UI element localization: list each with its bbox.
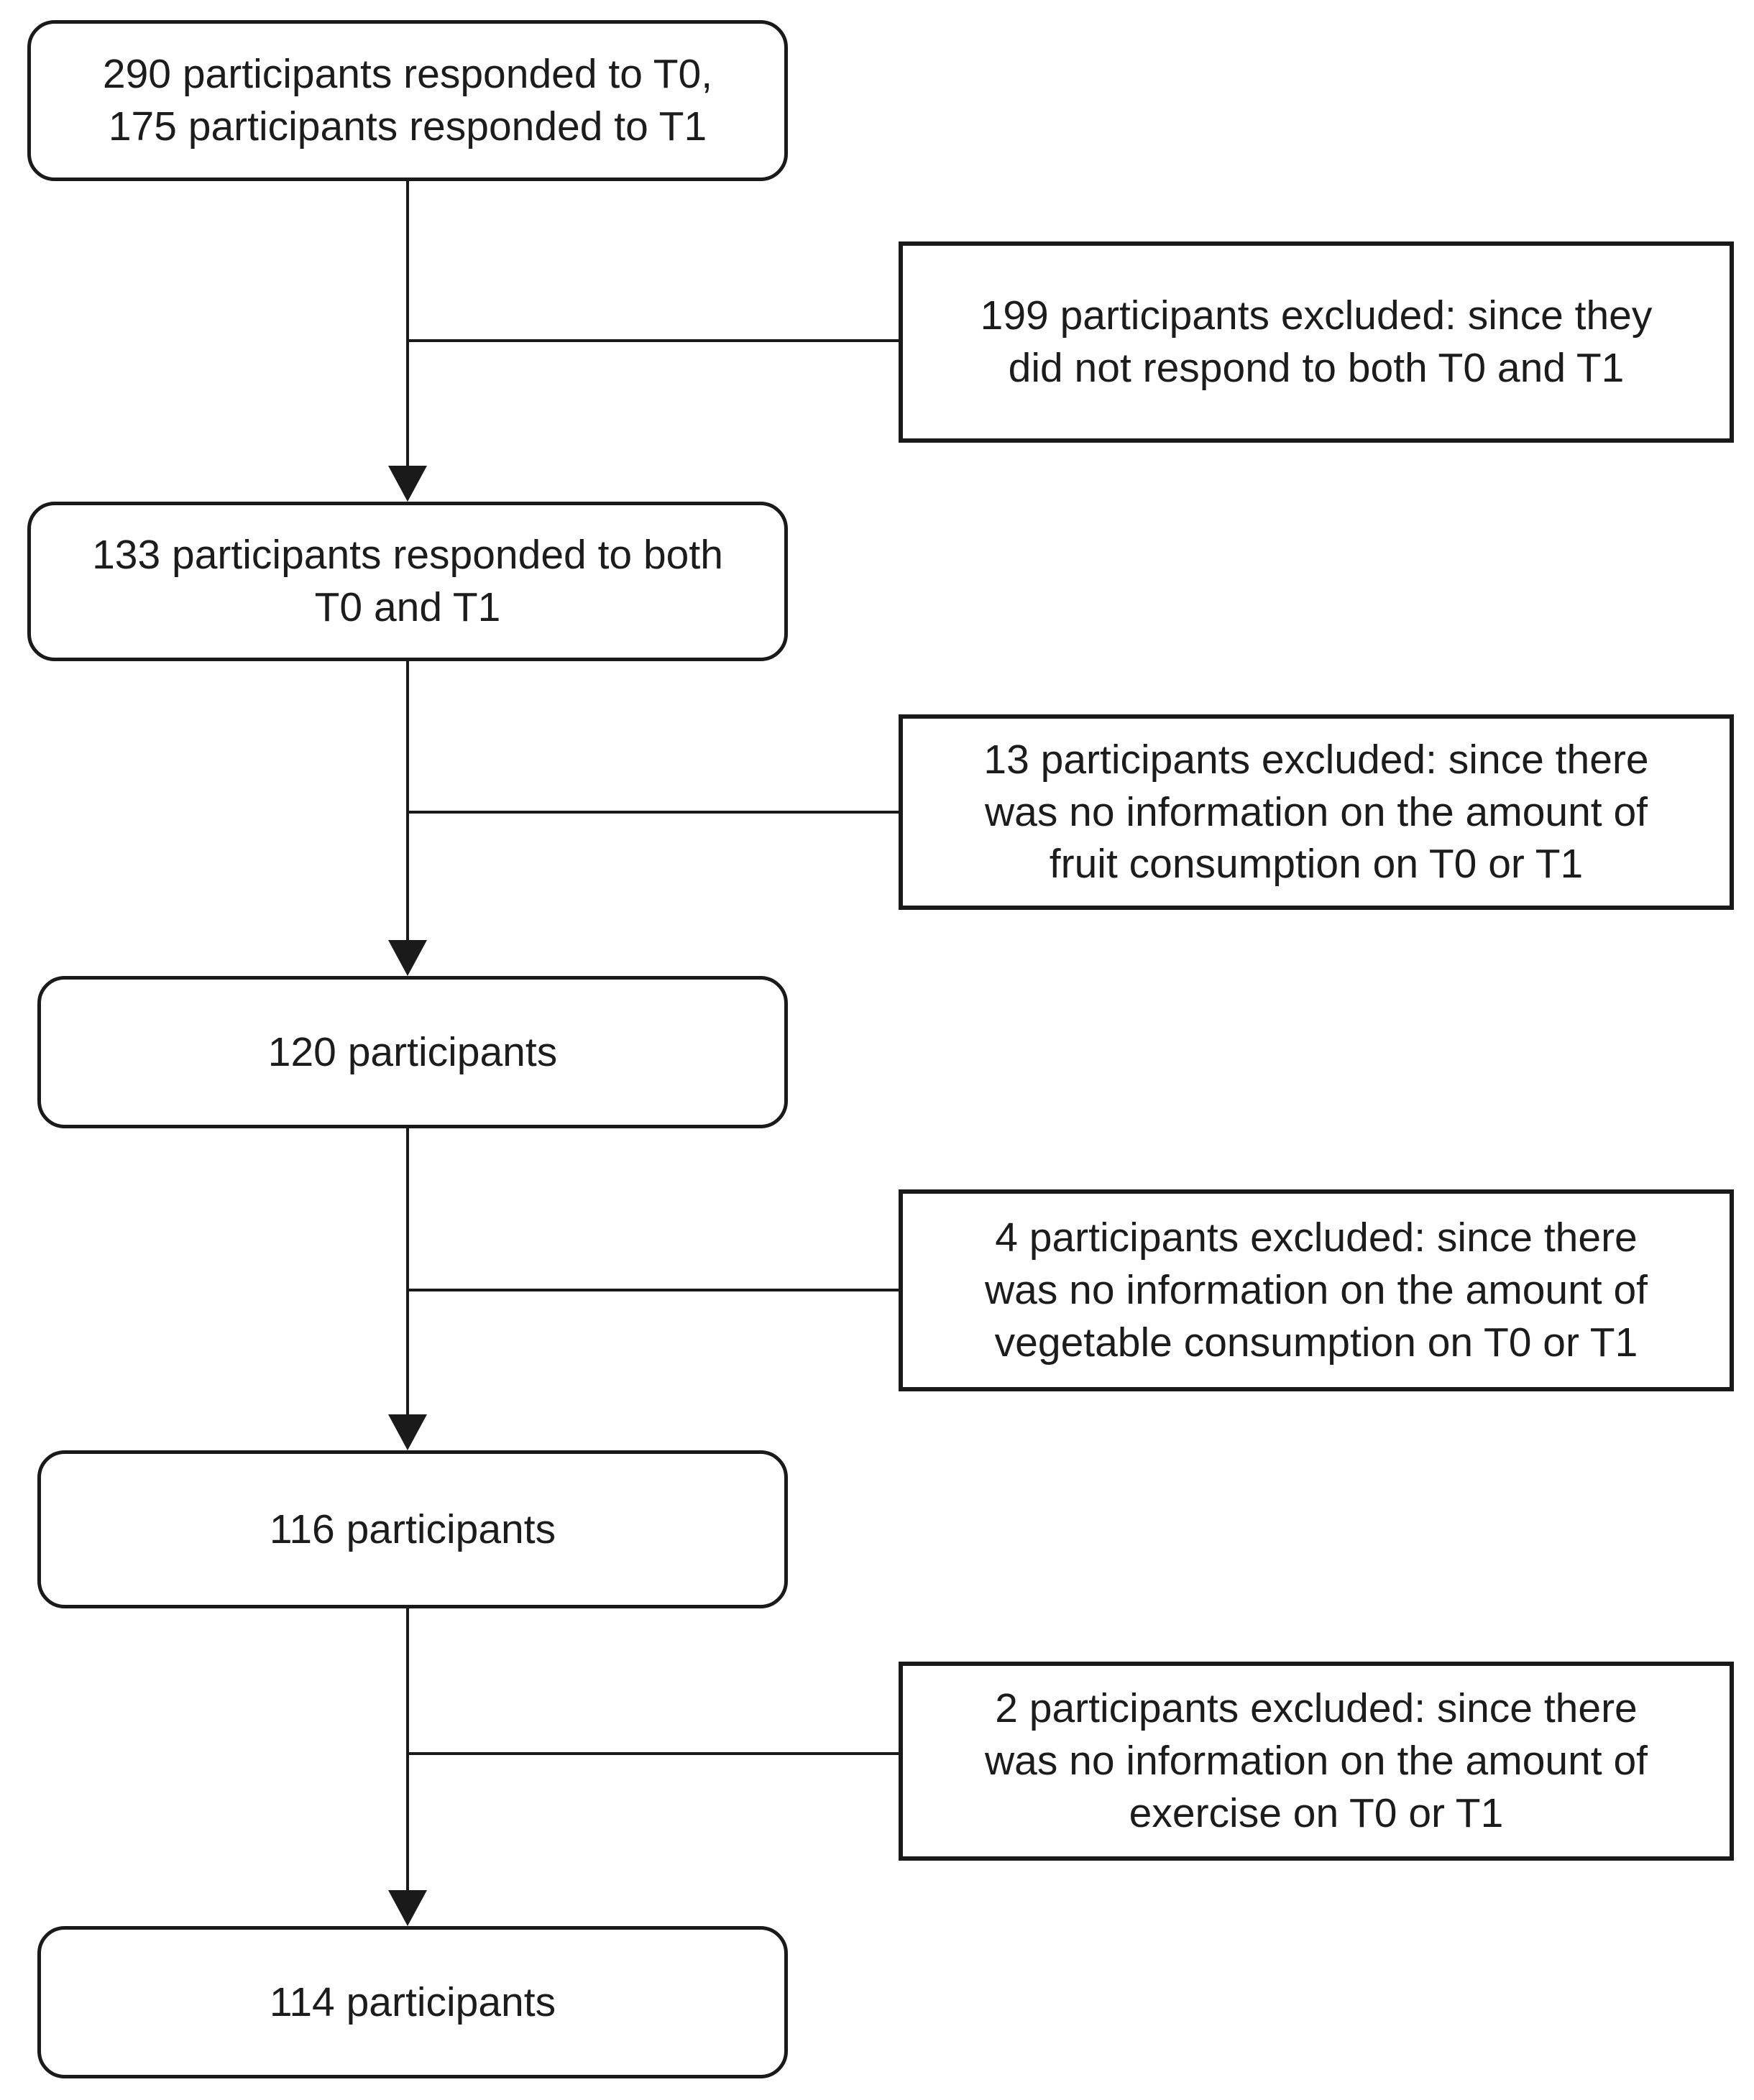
connector-line-4 [406,1608,409,1893]
connector-line-3 [406,1128,409,1417]
box-120-participants: 120 participants [37,976,788,1128]
box-excluded-4: 4 participants excluded: since there was… [899,1189,1734,1391]
connector-line-1 [406,181,409,469]
arrow-down-icon [388,1414,427,1450]
box-116-participants: 116 participants [37,1450,788,1608]
arrow-down-icon [388,940,427,976]
box-excluded-2: 2 participants excluded: since there was… [899,1662,1734,1861]
branch-line-3 [408,1289,899,1291]
arrow-down-icon [388,466,427,502]
connector-line-2 [406,661,409,943]
box-responded-both: 133 participants responded to both T0 an… [27,502,788,661]
branch-line-1 [408,339,899,342]
box-excluded-13: 13 participants excluded: since there wa… [899,714,1734,910]
box-excluded-199: 199 participants excluded: since they di… [899,241,1734,443]
box-114-participants: 114 participants [37,1926,788,2078]
branch-line-2 [408,811,899,814]
branch-line-4 [408,1752,899,1755]
box-responded-t0-t1: 290 participants responded to T0, 175 pa… [27,20,788,181]
arrow-down-icon [388,1890,427,1926]
